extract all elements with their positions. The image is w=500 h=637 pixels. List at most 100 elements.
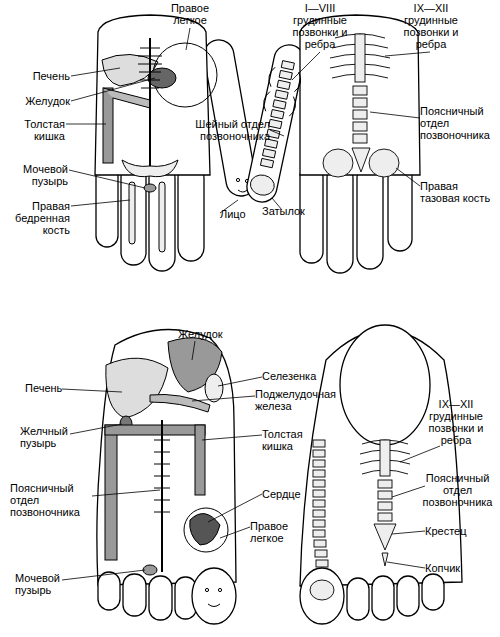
foot-outline-part — [372, 576, 394, 620]
palm-hand-outline-part — [121, 165, 146, 265]
foot-outline-part — [300, 568, 344, 624]
skeleton-sketch-part — [313, 460, 325, 467]
leader-line-part — [66, 124, 106, 125]
spine-sketch-part — [262, 66, 303, 117]
leader-line-part — [270, 130, 284, 136]
back-hand-outline-part — [357, 165, 383, 269]
organ-sketch-part — [149, 38, 151, 175]
organ-sketch-part — [103, 88, 113, 163]
organ-sketch-part — [195, 425, 205, 495]
organ-label: Печень — [25, 382, 75, 394]
palm-hand-outline-part — [178, 165, 204, 261]
organ-label: Поясничный отдел позвоночника — [10, 482, 95, 518]
organ-sketch-part — [122, 160, 178, 177]
skeleton-sketch-part — [353, 122, 367, 131]
organ-label: Поясничный отдел позвоночника — [415, 472, 500, 508]
skeleton-sketch — [310, 440, 410, 600]
skeleton-sketch-part — [316, 560, 328, 567]
skeleton-sketch-part — [369, 149, 399, 177]
organ-sketch-part — [159, 182, 165, 252]
face-sketch — [205, 588, 221, 606]
organ-label: Затылок — [262, 205, 322, 217]
leader-line-part — [202, 435, 262, 440]
organ-label: Толстая кишка — [262, 428, 322, 452]
organ-label: Шейный отдел позвоночника — [190, 118, 270, 142]
foot-outline-part — [347, 578, 369, 620]
organ-label: Поджелудочная железа — [255, 388, 340, 412]
palm-hand-outline-part — [95, 15, 210, 175]
leader-line-part — [392, 531, 425, 534]
skeleton-sketch-part — [313, 450, 325, 457]
organ-label: Печень — [15, 70, 70, 82]
organ-label: IX—XII грудинные позвонки и ребра — [415, 398, 497, 446]
skeleton-sketch-part — [323, 149, 353, 177]
leader-line-part — [71, 78, 155, 101]
organ-label: Поясничный отдел позвоночника — [420, 105, 500, 141]
skeleton-sketch-part — [313, 510, 325, 517]
skeleton-sketch-part — [313, 440, 325, 447]
spine-sketch-part — [281, 61, 294, 70]
skeleton-sketch-part — [378, 491, 392, 499]
skeleton-sketch-part — [378, 502, 392, 510]
leader-line-part — [385, 52, 430, 56]
organ-sketch-part — [150, 394, 210, 412]
face-sketch-part — [236, 178, 239, 181]
face-sketch-part — [205, 588, 208, 591]
palm-hand-outline — [95, 15, 258, 271]
organ-label: Желчный пузырь — [20, 425, 80, 449]
back-hand-outline-part — [327, 165, 353, 273]
leader-line-part — [62, 570, 145, 580]
leader-line — [62, 341, 262, 580]
foot-outline-part — [422, 574, 444, 610]
leader-line-part — [370, 112, 420, 118]
back-hand-outline — [244, 15, 420, 273]
back-hand-outline-part — [388, 165, 412, 251]
organ-sketch-part — [129, 182, 135, 244]
skeleton-sketch-part — [313, 480, 325, 487]
skeleton-sketch-part — [315, 550, 327, 557]
organ-sketch-part — [161, 420, 163, 572]
skeleton-sketch-part — [380, 440, 390, 476]
sole-outline-part — [97, 329, 236, 585]
leader-line-part — [71, 200, 130, 206]
spine-sketch-part — [249, 173, 277, 198]
skeleton-sketch-part — [310, 580, 334, 600]
leader-line-part — [186, 28, 190, 50]
spine-sketch-part — [275, 90, 288, 99]
leader-line-part — [218, 377, 262, 386]
foot-outline-part — [340, 325, 430, 445]
organ-label: IX—XII грудинные позвонки и ребра — [395, 2, 467, 50]
spine-sketch-part — [263, 149, 276, 158]
skeleton-sketch-part — [378, 513, 392, 521]
organ-sketch-part — [205, 374, 223, 402]
sole-outline-part — [149, 576, 172, 620]
skeleton-sketch-part — [353, 98, 367, 107]
sole-outline-part — [123, 574, 146, 616]
skeleton-sketch-part — [353, 134, 367, 143]
leader-line-part — [400, 446, 440, 462]
leader-line-part — [387, 562, 425, 568]
skeleton-sketch-part — [378, 480, 392, 488]
sole-outline-part — [98, 572, 120, 610]
skeleton-sketch-part — [314, 540, 326, 547]
organ-label: Копчик — [425, 562, 485, 574]
skeleton-sketch-part — [313, 520, 325, 527]
organ-sketch-part — [105, 425, 117, 560]
skeleton-sketch-part — [374, 524, 396, 550]
leader-line-part — [71, 68, 120, 76]
organ-label: Мочевой пузырь — [10, 163, 68, 187]
spine-sketch-part — [269, 119, 282, 128]
organ-sketch-part — [103, 88, 150, 108]
leader-line-part — [69, 170, 145, 188]
organ-sketch-part — [106, 358, 168, 418]
skeleton-sketch-part — [352, 148, 370, 172]
organ-label: Желудок — [178, 328, 238, 340]
face-sketch-part — [218, 588, 221, 591]
sole-outline-part — [192, 568, 236, 624]
organ-sketch-part — [184, 508, 228, 552]
organ-label: Правое легкое — [250, 520, 310, 544]
spine-sketch-part — [260, 158, 273, 167]
face-sketch-part — [238, 190, 247, 192]
leader-line — [270, 52, 430, 210]
